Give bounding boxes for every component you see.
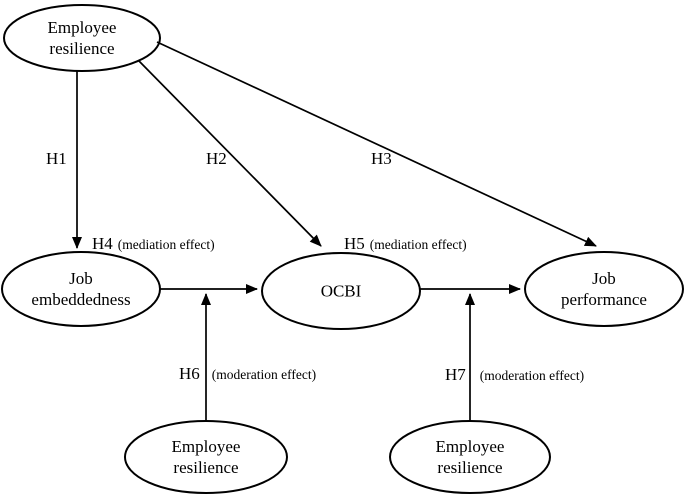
employee-resilience-bottom-left-label: Employee resilience <box>172 436 241 479</box>
employee-resilience-top-label: Employee resilience <box>48 17 117 60</box>
employee-resilience-bottom-right-label: Employee resilience <box>436 436 505 479</box>
job-performance-label: Job performance <box>561 268 647 311</box>
h2-arrow <box>138 60 322 247</box>
ocbi-node <box>261 252 421 330</box>
employee-resilience-top-node <box>3 4 161 72</box>
node-label-line: OCBI <box>320 281 362 301</box>
h4-label: H4 <box>92 234 113 253</box>
node-label-line: Employee <box>435 436 505 456</box>
node-label-line: Employee <box>171 436 241 456</box>
h2-label: H2 <box>206 149 227 168</box>
job-performance-node <box>524 251 684 327</box>
h6-label-group: H6 (moderation effect) <box>179 364 316 384</box>
h7-label-group: H7 (moderation effect) <box>445 365 584 385</box>
h5-label: H5 <box>344 234 365 253</box>
h4-note: (mediation effect) <box>117 237 215 252</box>
h5-note: (mediation effect) <box>369 237 467 252</box>
h6-note: (moderation effect) <box>211 367 317 382</box>
node-label-line: resilience <box>49 39 115 58</box>
node-label-line: resilience <box>437 458 503 477</box>
h5-label-group: H5 (mediation effect) <box>344 234 467 254</box>
node-label-line: embeddedness <box>31 290 131 309</box>
node-label-line: Job <box>69 268 93 288</box>
node-label-line: Employee <box>47 17 117 37</box>
h7-note: (moderation effect) <box>479 368 585 383</box>
h3-label: H3 <box>371 149 392 168</box>
ocbi-label: OCBI <box>321 280 362 301</box>
h4-label-group: H4 (mediation effect) <box>92 234 215 254</box>
h3-arrow <box>156 41 597 247</box>
node-label-line: Job <box>592 268 616 288</box>
node-label-line: resilience <box>173 458 239 477</box>
node-label-line: performance <box>561 290 647 309</box>
job-embeddedness-label: Job embeddedness <box>31 268 130 311</box>
h1-label: H1 <box>46 149 67 168</box>
h6-label: H6 <box>179 364 200 383</box>
h7-label: H7 <box>445 365 466 384</box>
